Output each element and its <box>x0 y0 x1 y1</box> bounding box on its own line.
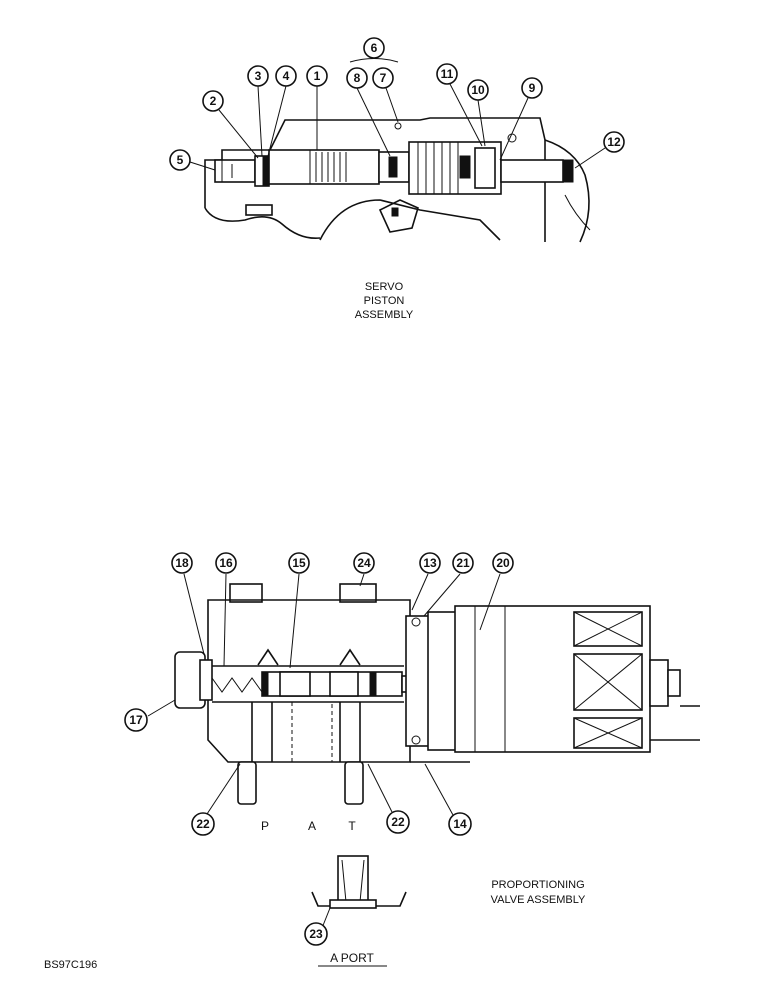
callout-23: 23 <box>309 927 323 941</box>
figure-code: BS97C196 <box>44 959 97 971</box>
callout-20: 20 <box>496 556 510 570</box>
callout-11: 11 <box>441 67 454 81</box>
servo-piston-drawing <box>204 117 591 243</box>
callout-4: 4 <box>283 69 290 83</box>
valve-caption-line-2: VALVE ASSEMBLY <box>491 894 586 906</box>
callout-16: 16 <box>219 556 233 570</box>
port-labels: P A T <box>261 819 356 833</box>
valve-caption: PROPORTIONING VALVE ASSEMBLY <box>491 879 586 906</box>
piston-ribs <box>417 142 459 194</box>
callout-8: 8 <box>354 71 361 85</box>
valve-callouts: 13 14 15 16 17 18 20 21 22 22 <box>124 552 514 836</box>
callout-17: 17 <box>129 713 143 727</box>
callout-5: 5 <box>177 153 184 167</box>
port-p-label: P <box>261 819 269 833</box>
callout-3: 3 <box>255 69 262 83</box>
callout-22-left: 22 <box>196 817 210 831</box>
callout-15: 15 <box>292 556 306 570</box>
valve-drawing <box>174 583 700 805</box>
callout-21: 21 <box>456 556 470 570</box>
callout-7: 7 <box>380 71 387 85</box>
valve-caption-line-1: PROPORTIONING <box>491 879 584 891</box>
callout-24: 24 <box>357 556 371 570</box>
a-port-label: A PORT <box>330 951 374 965</box>
callout-9: 9 <box>529 81 536 95</box>
callout-1: 1 <box>314 69 321 83</box>
callout-12: 12 <box>607 135 621 149</box>
callout-2: 2 <box>210 94 217 108</box>
spool-ribs <box>315 152 347 182</box>
port-a-label: A <box>308 819 316 833</box>
servo-caption: SERVO PISTON ASSEMBLY <box>355 281 414 321</box>
callout-13: 13 <box>423 556 437 570</box>
a-port-detail: 23 A PORT <box>304 855 407 967</box>
callout-18: 18 <box>175 556 189 570</box>
port-t-label: T <box>348 819 356 833</box>
spool-lands <box>261 671 377 697</box>
callout-14: 14 <box>453 817 467 831</box>
callout-6: 6 <box>371 41 378 55</box>
servo-caption-line-3: ASSEMBLY <box>355 309 414 321</box>
callout-22-right: 22 <box>391 815 405 829</box>
servo-callouts: 1 2 3 4 5 6 7 8 9 10 <box>169 37 625 171</box>
servo-caption-line-2: PISTON <box>364 295 405 307</box>
callout-10: 10 <box>471 83 485 97</box>
servo-caption-line-1: SERVO <box>365 281 404 293</box>
